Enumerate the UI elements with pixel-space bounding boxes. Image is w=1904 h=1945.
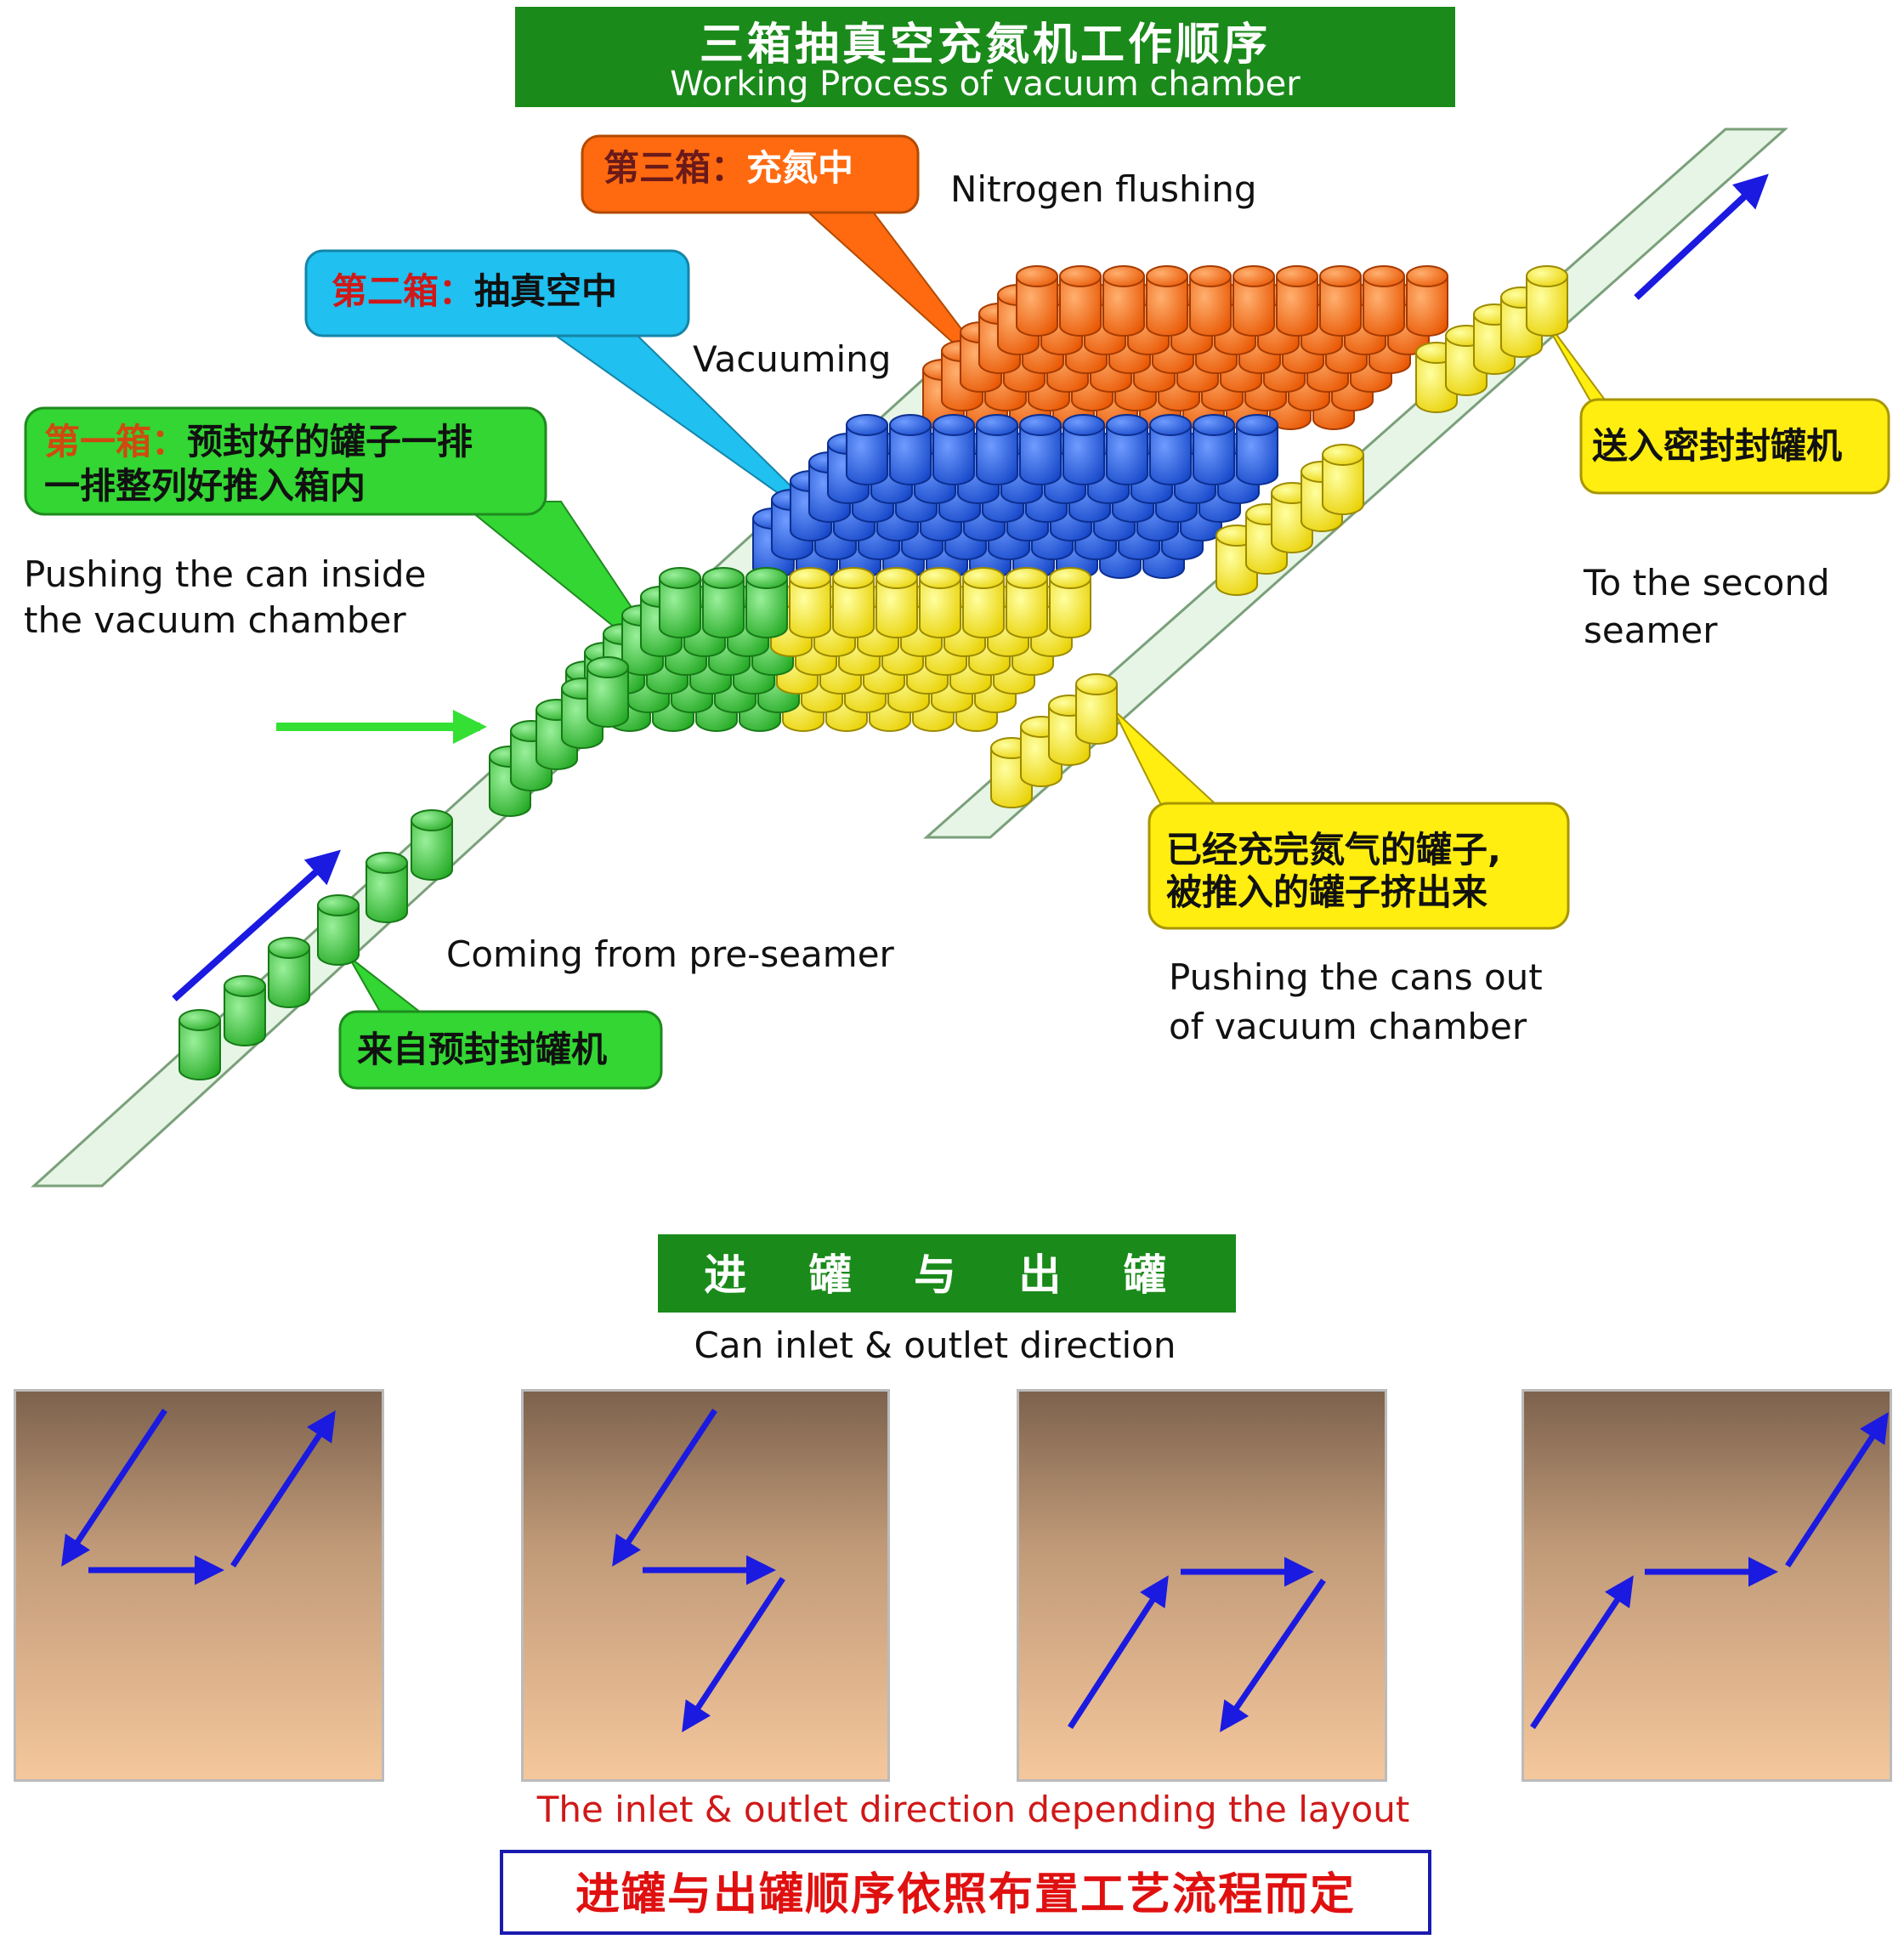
to-seamer-label: 送入密封封罐机: [1592, 425, 1843, 467]
direction-arrows-3: [1068, 1557, 1326, 1732]
front-can: [919, 567, 961, 638]
pushed-out-caption-line1: Pushing the cans out: [1169, 956, 1543, 998]
inlet-flow-arrow: [172, 849, 341, 1001]
from-preseamer-caption: Coming from pre-seamer: [446, 933, 894, 975]
blue-can: [846, 414, 888, 485]
pushed-out-label-line1: 已经充完氮气的罐子,: [1166, 829, 1501, 870]
blue-can: [1019, 414, 1062, 485]
seamer-callout-box: [1579, 398, 1890, 495]
blue-can: [976, 414, 1018, 485]
footer-chinese: 进罐与出罐顺序依照布置工艺流程而定: [575, 1869, 1356, 1920]
box1-tag: 第一箱：: [44, 421, 188, 462]
box1-label-line1: 第一箱：预封好的罐子一排: [44, 421, 473, 463]
box2-callout-box: [304, 249, 690, 337]
from-preseamer-label: 来自预封封罐机: [357, 1029, 608, 1070]
orange-can: [1189, 265, 1232, 337]
pushed-out-label-line2: 被推入的罐子挤出来: [1166, 871, 1488, 913]
orange-can: [1102, 265, 1145, 337]
box3-label: 第三箱：充氮中: [604, 147, 853, 190]
inlet-can: [411, 809, 453, 881]
box3-callout-box: [581, 134, 920, 214]
blue-can: [889, 414, 932, 485]
to-seamer-caption-line2: seamer: [1584, 610, 1718, 651]
to-seamer-caption-line1: To the second: [1584, 562, 1830, 604]
box2-caption: Vacuuming: [693, 338, 892, 380]
front-can: [1049, 567, 1091, 638]
blue-can: [1236, 414, 1278, 485]
box1-caption-line1: Pushing the can inside: [24, 553, 427, 595]
preseamer-callout-box: [338, 1010, 663, 1090]
title-chinese: 三箱抽真空充氮机工作顺序: [699, 20, 1271, 71]
orange-can: [1232, 265, 1275, 337]
section2-banner: [658, 1234, 1236, 1313]
box3-tag: 第三箱：: [604, 147, 747, 189]
outlet-can: [1322, 444, 1364, 515]
blue-can: [1193, 414, 1235, 485]
preseamer-callout-pointer: [348, 955, 428, 1017]
box2-status: 抽真空中: [474, 270, 618, 312]
front-can: [745, 567, 788, 638]
front-can: [1006, 567, 1048, 638]
pushed-callout-pointer: [1113, 709, 1227, 813]
box1-callout-box: [24, 406, 547, 516]
outlet-can: [1526, 265, 1568, 337]
direction-arrows-1: [61, 1409, 336, 1585]
title-english: Working Process of vacuum chamber: [670, 65, 1300, 104]
orange-can: [1319, 265, 1362, 337]
box1-text-line1: 预封好的罐子一排: [187, 421, 473, 462]
direction-panel-4: [1522, 1389, 1892, 1782]
inlet-can: [586, 656, 629, 728]
inlet-can: [224, 975, 266, 1046]
inlet-can: [178, 1009, 221, 1080]
orange-can: [1146, 265, 1188, 337]
front-can: [876, 567, 918, 638]
orange-can: [1406, 265, 1448, 337]
direction-arrows-2: [612, 1409, 785, 1732]
front-can: [832, 567, 875, 638]
box2-label: 第二箱：抽真空中: [332, 270, 617, 313]
footer-box: [500, 1850, 1431, 1935]
outlet-flow-arrow: [1634, 173, 1769, 300]
section2-title-english: Can inlet & outlet direction: [694, 1324, 1176, 1366]
blue-can: [1149, 414, 1192, 485]
orange-can: [1276, 265, 1318, 337]
box3-status: 充氮中: [746, 147, 854, 189]
front-can: [702, 567, 745, 638]
blue-can: [932, 414, 975, 485]
front-can: [789, 567, 831, 638]
title-banner: [515, 7, 1455, 107]
orange-can: [1016, 265, 1058, 337]
front-can: [659, 567, 701, 638]
direction-panel-1: [14, 1389, 384, 1782]
can-groups: [178, 265, 1568, 1080]
box2-tag: 第二箱：: [332, 270, 475, 312]
box3-caption: Nitrogen flushing: [950, 168, 1257, 210]
inlet-can: [366, 852, 408, 923]
section2-title-chinese: 进 罐 与 出 罐 顺 序: [704, 1250, 1190, 1361]
direction-panel-2: [521, 1389, 890, 1782]
orange-can: [1363, 265, 1405, 337]
front-can: [962, 567, 1005, 638]
outlet-can: [1075, 673, 1118, 745]
box1-caption-line2: the vacuum chamber: [24, 599, 406, 641]
footer-english: The inlet & outlet direction depending t…: [536, 1789, 1410, 1830]
orange-can: [1059, 265, 1102, 337]
pushed-out-caption-line2: of vacuum chamber: [1169, 1006, 1527, 1047]
inlet-can: [268, 937, 310, 1008]
blue-can: [1062, 414, 1105, 485]
inlet-can: [317, 894, 360, 966]
box1-text-line2: 一排整列好推入箱内: [44, 465, 366, 507]
pushed-callout-box: [1148, 802, 1570, 930]
direction-arrows-4: [1530, 1412, 1889, 1729]
direction-panel-3: [1017, 1389, 1387, 1782]
blue-can: [1106, 414, 1148, 485]
